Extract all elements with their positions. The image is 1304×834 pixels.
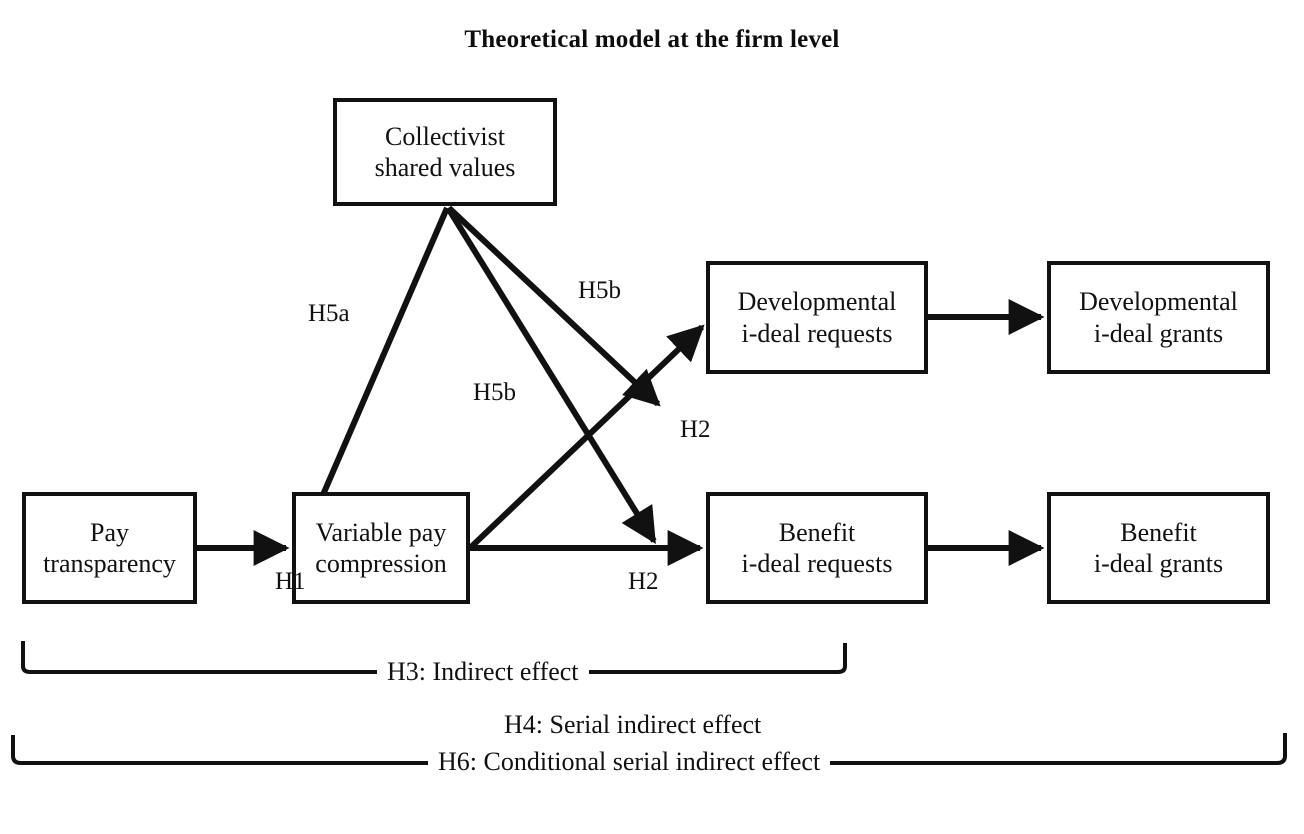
node-label-line2: i-deal grants: [1093, 318, 1224, 348]
node-label-line2: transparency: [43, 549, 176, 578]
edge-label-h5b-lower: H5b: [473, 379, 517, 406]
node-label-line1: Variable pay: [315, 517, 447, 547]
node-label-line1: Benefit: [1120, 517, 1197, 547]
node-label-line1: Developmental: [737, 287, 897, 317]
edge-label-h2-lower: H2: [628, 568, 659, 595]
node-collectivist-shared-values[interactable]: Collectivist shared values: [333, 98, 557, 206]
node-label-line1: Benefit: [778, 517, 856, 547]
node-benefit-i-deal-grants[interactable]: Benefit i-deal grants: [1047, 492, 1270, 604]
edge-label-h5b-upper: H5b: [578, 277, 622, 304]
node-label-line1: Collectivist: [385, 121, 505, 151]
edge-variable-pay-compression-to-developmental-i-deal-requests: [467, 324, 705, 551]
bracket-label-h4: H4: Serial indirect effect: [494, 710, 772, 740]
edge-collectivist-moderates-h2-developmental: [446, 205, 661, 407]
edge-label-h5a: H5a: [308, 300, 350, 327]
node-label-line1: Pay: [90, 517, 129, 547]
edge-label-h1: H1: [275, 568, 306, 595]
node-label-line2: i-deal requests: [741, 549, 893, 578]
node-label-line2: shared values: [374, 153, 516, 182]
bracket-label-h6: H6: Conditional serial indirect effect: [428, 747, 831, 777]
node-label-line1: Developmental: [1079, 287, 1238, 317]
page-title: Theoretical model at the firm level: [464, 26, 840, 53]
node-variable-pay-compression[interactable]: Variable pay compression: [292, 492, 470, 604]
node-developmental-i-deal-grants[interactable]: Developmental i-deal grants: [1047, 261, 1270, 374]
node-pay-transparency[interactable]: Pay transparency: [22, 492, 197, 604]
node-developmental-i-deal-requests[interactable]: Developmental i-deal requests: [706, 261, 928, 374]
node-label-line2: i-deal grants: [1093, 549, 1224, 578]
node-label-line2: i-deal requests: [741, 318, 893, 348]
bracket-label-h3: H3: Indirect effect: [377, 657, 589, 687]
edge-label-h2-upper: H2: [680, 416, 711, 443]
edge-collectivist-moderates-h2-benefit: [445, 206, 657, 545]
node-benefit-i-deal-requests[interactable]: Benefit i-deal requests: [706, 492, 928, 604]
node-label-line2: compression: [315, 549, 447, 578]
